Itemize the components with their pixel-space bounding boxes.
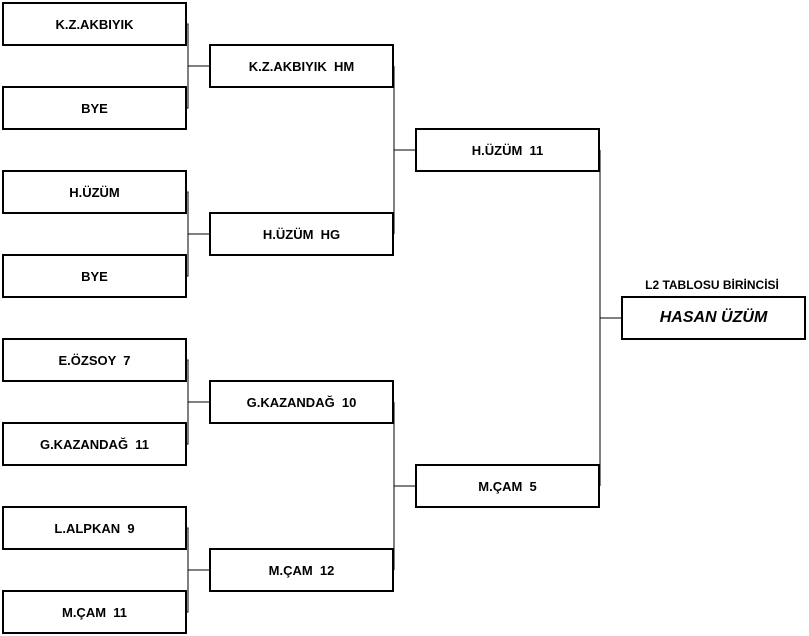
round2-slot-4: M.ÇAM 12 <box>209 548 394 592</box>
connector-r2-a <box>393 66 415 234</box>
round2-slot-1: K.Z.AKBIYIK HM <box>209 44 394 88</box>
round3-slot-1: H.ÜZÜM 11 <box>415 128 600 172</box>
champion-box: HASAN ÜZÜM <box>621 296 806 340</box>
round3-slot-2: M.ÇAM 5 <box>415 464 600 508</box>
connector-r1-c <box>187 359 209 445</box>
connector-r1-b <box>187 191 209 277</box>
round1-slot-3: H.ÜZÜM <box>2 170 187 214</box>
connector-r3 <box>599 150 621 486</box>
round1-slot-1: K.Z.AKBIYIK <box>2 2 187 46</box>
round1-slot-8: M.ÇAM 11 <box>2 590 187 634</box>
round2-slot-2: H.ÜZÜM HG <box>209 212 394 256</box>
connector-r2-b <box>393 402 415 570</box>
round1-slot-2: BYE <box>2 86 187 130</box>
round1-slot-4: BYE <box>2 254 187 298</box>
round2-slot-3: G.KAZANDAĞ 10 <box>209 380 394 424</box>
round1-slot-6: G.KAZANDAĞ 11 <box>2 422 187 466</box>
round1-slot-7: L.ALPKAN 9 <box>2 506 187 550</box>
round1-slot-5: E.ÖZSOY 7 <box>2 338 187 382</box>
champion-title: L2 TABLOSU BİRİNCİSİ <box>645 278 779 292</box>
connector-r1-a <box>187 23 209 109</box>
connector-r1-d <box>187 527 209 613</box>
